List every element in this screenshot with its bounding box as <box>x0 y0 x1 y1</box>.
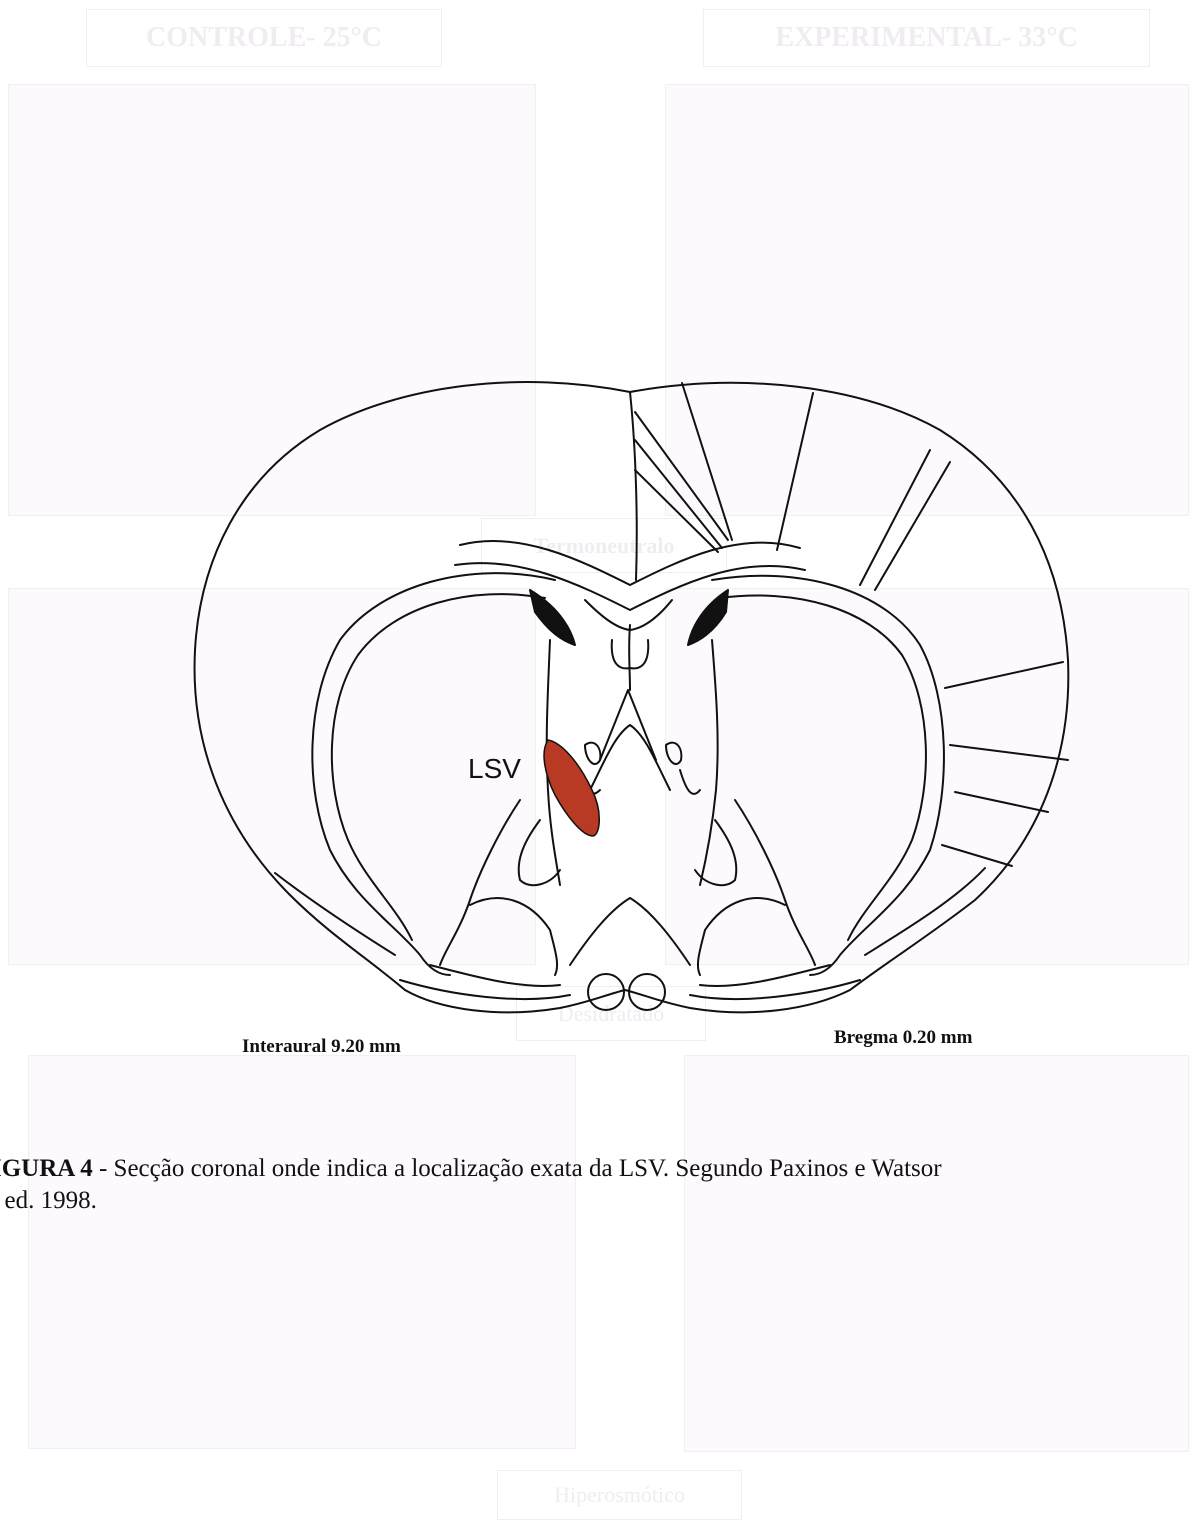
figure-caption: IGURA 4 - Secção coronal onde indica a l… <box>0 1153 1192 1217</box>
caption-line-1: IGURA 4 - Secção coronal onde indica a l… <box>0 1153 1192 1185</box>
caption-line-2: . ed. 1998. <box>0 1185 1192 1217</box>
caption-label: IGURA 4 <box>0 1155 93 1182</box>
lsv-label: LSV <box>468 753 521 784</box>
caption-text: - Secção coronal onde indica a localizaç… <box>93 1155 942 1182</box>
lsv-region-highlight <box>544 740 599 836</box>
interaural-coordinate: Interaural 9.20 mm <box>242 1036 401 1058</box>
right-hemisphere-contour <box>712 576 944 975</box>
bregma-coordinate: Bregma 0.20 mm <box>834 1027 972 1049</box>
